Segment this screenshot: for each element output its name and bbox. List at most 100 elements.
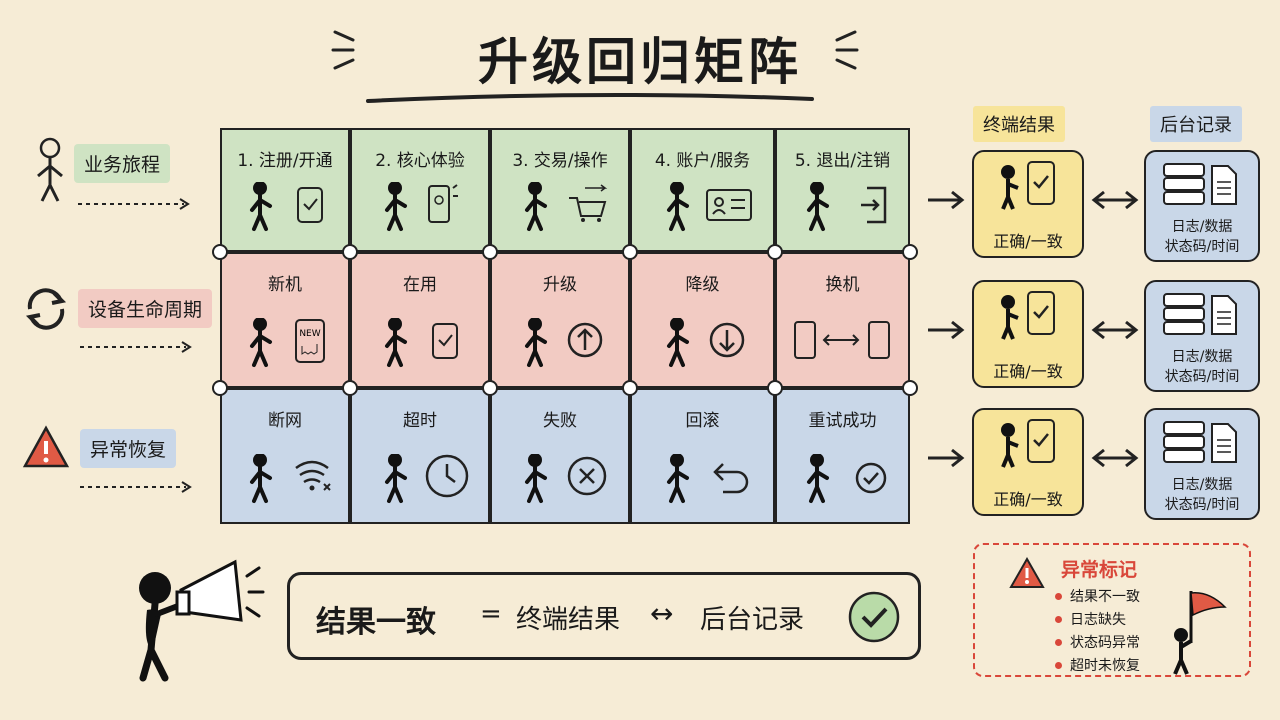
cell-label: 断网 [268, 411, 302, 431]
phone-check-icon [249, 182, 323, 231]
megaphone-person-icon [139, 559, 265, 682]
person-icon [37, 137, 63, 202]
row-label: 业务旅程 [74, 144, 171, 183]
terminal-header: 终端结果 [973, 106, 1065, 142]
cell-label: 超时 [403, 411, 437, 431]
anomaly-title: 异常标记 [1061, 559, 1138, 581]
arrow-right-icon [80, 481, 192, 493]
backend-record-line: 状态码/时间 [1164, 497, 1240, 513]
up-arrow-circle-icon [524, 318, 602, 367]
matrix-cell: 5. 退出/注销 [775, 128, 910, 252]
arrow-right-icon [80, 341, 192, 353]
anomaly-legend: 异常标记 结果不一致日志缺失状态码异常超时未恢复 [973, 543, 1251, 677]
cell-label: 4. 账户/服务 [654, 151, 751, 171]
cell-label: 升级 [543, 275, 577, 295]
matrix-cell: 超时 [350, 388, 490, 524]
refresh-icon [25, 288, 67, 330]
terminal-result-text: 正确/一致 [993, 362, 1063, 381]
down-arrow-circle-icon [667, 318, 745, 367]
id-card-icon [667, 182, 752, 231]
phone-vibrate-icon [384, 182, 458, 231]
anomaly-list: 结果不一致日志缺失状态码异常超时未恢复 [1055, 583, 1140, 678]
cell-label: 降级 [685, 275, 720, 295]
terminal-result-box: 正确/一致 [972, 408, 1084, 516]
backend-record-box: 日志/数据 状态码/时间 [1144, 150, 1260, 262]
undo-icon [667, 454, 749, 503]
equals-sign: = [480, 599, 502, 629]
backend-record-box: 日志/数据 状态码/时间 [1144, 408, 1260, 520]
backend-record-line: 日志/数据 [1171, 349, 1233, 365]
anomaly-item: 超时未恢复 [1055, 655, 1140, 675]
anomaly-item: 状态码异常 [1055, 632, 1140, 652]
server-log-icon [1163, 421, 1237, 463]
cart-icon [524, 182, 607, 231]
cell-label: 5. 退出/注销 [794, 151, 891, 171]
consistency-formula: 结果一致 = 终端结果 ↔ 后台记录 [287, 572, 921, 660]
svg-text:NEW: NEW [299, 329, 320, 339]
bullet-dot [1055, 638, 1062, 646]
arrow-right-icon [78, 198, 190, 210]
matrix-cell: 降级 [630, 252, 775, 388]
x-circle-icon [524, 454, 606, 503]
matrix-cell: 在用 [350, 252, 490, 388]
row-label: 异常恢复 [80, 429, 177, 468]
matrix-cell: 断网 [220, 388, 350, 524]
terminal-result-box: 正确/一致 [972, 150, 1084, 258]
matrix-cell: 2. 核心体验 [350, 128, 490, 252]
formula-backend: 后台记录 [700, 605, 805, 635]
swap-phone-icon [794, 321, 890, 359]
results-column: 正确/一致 日志/数据 状态码/时间 正确/一致 日志/数据 状态码/时间 正确… [920, 140, 1280, 540]
server-log-icon [1163, 293, 1237, 335]
page-title: 升级回归矩阵 [478, 33, 802, 91]
matrix-cell: 新机 NEW [220, 252, 350, 388]
matrix-cell: 回滚 [630, 388, 775, 524]
cell-label: 换机 [825, 275, 860, 295]
result-arrows [928, 448, 1139, 468]
terminal-result-text: 正确/一致 [993, 490, 1063, 509]
anomaly-item: 日志缺失 [1055, 609, 1140, 629]
warning-icon [22, 425, 70, 468]
cell-label: 回滚 [685, 411, 720, 431]
consistency-label: 结果一致 [316, 605, 436, 640]
bullet-dot [1055, 592, 1062, 600]
phone-check-icon [384, 318, 458, 367]
row-tag-recovery: 异常恢复 [20, 415, 220, 515]
bullet-dot [1055, 615, 1062, 623]
new-phone-icon: NEW [249, 318, 325, 367]
matrix-cell: 4. 账户/服务 [630, 128, 775, 252]
exit-door-icon [807, 182, 887, 231]
result-arrows [928, 190, 1139, 210]
warning-icon [1009, 557, 1045, 588]
cell-label: 新机 [268, 275, 302, 295]
cell-label: 2. 核心体验 [375, 151, 465, 171]
person-phone-check-icon [1001, 419, 1055, 468]
backend-record-box: 日志/数据 状态码/时间 [1144, 280, 1260, 392]
anomaly-item-label: 超时未恢复 [1070, 658, 1140, 674]
row-tag-lifecycle: 设备生命周期 [20, 275, 220, 375]
row-tag-journey: 业务旅程 [20, 130, 220, 230]
terminal-result-box: 正确/一致 [972, 280, 1084, 388]
backend-record-line: 日志/数据 [1171, 219, 1233, 235]
matrix-cell: 3. 交易/操作 [490, 128, 630, 252]
matrix-cell: 升级 [490, 252, 630, 388]
matrix-grid: 1. 注册/开通 2. 核心体验 3. 交易/操作 4. 账户/服务 5. 退出/注销新… [212, 128, 918, 524]
person-phone-check-icon [1001, 291, 1055, 340]
terminal-result-text: 正确/一致 [993, 232, 1063, 251]
matrix-cell: 1. 注册/开通 [220, 128, 350, 252]
cell-label: 1. 注册/开通 [237, 151, 333, 171]
anomaly-item-label: 结果不一致 [1070, 589, 1140, 605]
cell-label: 在用 [403, 275, 437, 295]
backend-record-line: 状态码/时间 [1164, 239, 1240, 255]
cell-label: 失败 [543, 411, 577, 431]
matrix-cell: 失败 [490, 388, 630, 524]
cell-label: 3. 交易/操作 [512, 151, 608, 171]
row-label: 设备生命周期 [78, 289, 213, 328]
backend-record-line: 状态码/时间 [1164, 369, 1240, 385]
check-circle-icon [848, 591, 900, 643]
formula-terminal: 终端结果 [516, 605, 621, 635]
grid-junctions [212, 244, 918, 396]
cell-label: 重试成功 [808, 411, 877, 431]
clock-icon [384, 454, 468, 503]
check-circle-icon [807, 454, 887, 503]
